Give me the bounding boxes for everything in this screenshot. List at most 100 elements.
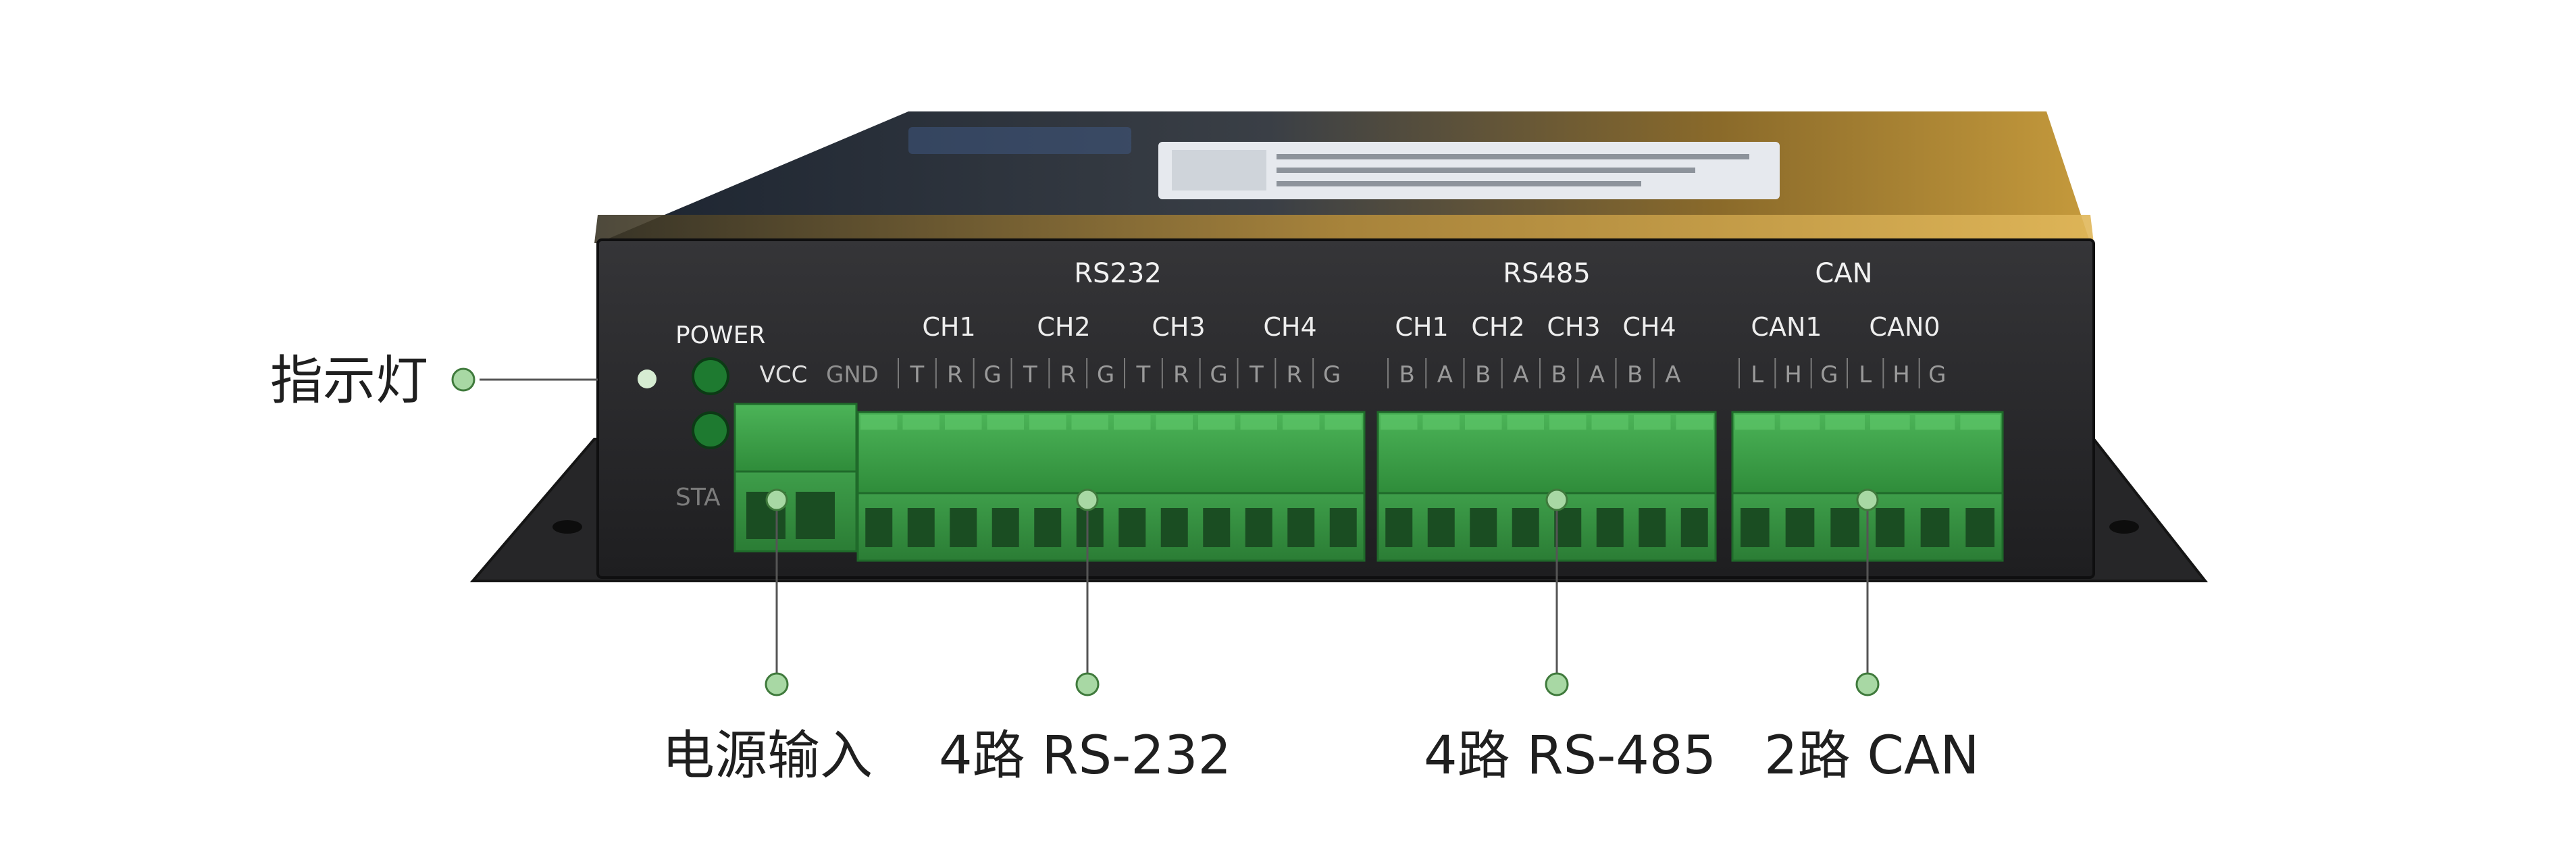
- terminal-slot: [1203, 508, 1231, 547]
- terminal-slot: [1639, 508, 1666, 547]
- can-ch-label: CAN1: [1751, 312, 1822, 342]
- terminal-ridge: [1780, 415, 1820, 430]
- terminal-ridge: [1422, 415, 1460, 430]
- pin-label: A: [1513, 361, 1528, 388]
- terminal-slot: [1034, 508, 1062, 547]
- mount-hole-left: [552, 520, 582, 534]
- terminal-ridge: [1634, 415, 1671, 430]
- rs485-ch-label: CH4: [1622, 312, 1676, 342]
- callout-rs485: 4路 RS-485: [1424, 725, 1717, 786]
- terminal-ridge: [1240, 415, 1277, 430]
- pin-label: G: [1323, 361, 1341, 388]
- terminal-slot: [1385, 508, 1413, 547]
- terminal-slot: [865, 508, 893, 547]
- terminal-slot: [1160, 508, 1188, 547]
- terminal-slot: [1554, 508, 1582, 547]
- group-label-can: CAN: [1815, 258, 1872, 289]
- terminal-slot: [1118, 508, 1146, 547]
- pin-label: G: [1820, 361, 1838, 388]
- pin-label: H: [1784, 361, 1802, 388]
- logo-mark: [908, 127, 1131, 154]
- pin-label: T: [910, 361, 925, 388]
- device-top: [594, 111, 2094, 243]
- terminal-ridge: [1114, 415, 1151, 430]
- terminal-ridge: [1198, 415, 1235, 430]
- pin-label: T: [1023, 361, 1037, 388]
- group-label-rs232: RS232: [1074, 258, 1162, 289]
- terminal-slot: [1287, 508, 1315, 547]
- terminal-slot: [1920, 508, 1950, 547]
- terminal-slot: [1076, 508, 1104, 547]
- terminal-slot: [1741, 508, 1770, 547]
- terminal-slot: [1965, 508, 1994, 547]
- rs232-ch-label: CH3: [1152, 312, 1205, 342]
- pin-label: G: [1097, 361, 1114, 388]
- terminal-ridge: [1591, 415, 1628, 430]
- terminal-ridge: [860, 415, 898, 430]
- pin-label: G: [1928, 361, 1946, 388]
- terminal-slot: [1245, 508, 1272, 547]
- can-ch-label: CAN0: [1869, 312, 1940, 342]
- power-terminal-block: [733, 403, 858, 553]
- pin-label: G: [983, 361, 1001, 388]
- terminal-ridge: [1324, 415, 1362, 430]
- terminal-ridge: [902, 415, 939, 430]
- pin-label: R: [1060, 361, 1076, 388]
- callout-dots: [451, 367, 1880, 696]
- terminal-slot: [1427, 508, 1455, 547]
- terminal-slot: [1470, 508, 1497, 547]
- terminal-slot: [1680, 508, 1708, 547]
- rs485-ch-label: CH2: [1471, 312, 1524, 342]
- callout-dot-power: [765, 672, 789, 696]
- terminal-slot: [907, 508, 935, 547]
- terminal-ridge: [1960, 415, 2000, 430]
- power-led: [692, 357, 729, 395]
- pin-label: L: [1859, 361, 1872, 388]
- pin-label: T: [1249, 361, 1264, 388]
- terminal-ridge: [987, 415, 1024, 430]
- terminal-ridge: [945, 415, 982, 430]
- rs485-terminal-block: [1376, 411, 1717, 562]
- callout-dot-rs485: [1545, 672, 1569, 696]
- terminal-ridge: [1156, 415, 1193, 430]
- terminal-ridge: [1735, 415, 1775, 430]
- terminal-slot: [1512, 508, 1539, 547]
- pin-label: B: [1475, 361, 1491, 388]
- terminal-ridge: [1915, 415, 1955, 430]
- terminal-slot: [1329, 508, 1357, 547]
- mount-hole-right: [2109, 520, 2139, 534]
- pin-label-gnd: GND: [826, 361, 879, 388]
- status-led-label: STA: [675, 484, 721, 511]
- callout-dot-indicator: [451, 367, 475, 392]
- terminal-ridge: [1381, 415, 1418, 430]
- pin-label: R: [947, 361, 963, 388]
- terminal-ridge: [1507, 415, 1544, 430]
- rs232-terminal-block: [856, 411, 1366, 562]
- terminal-slot: [950, 508, 977, 547]
- callout-indicator-light: 指示灯: [270, 351, 429, 411]
- rs232-ch-label: CH1: [922, 312, 975, 342]
- callout-dot-rs232: [1075, 672, 1100, 696]
- power-led-label: POWER: [675, 322, 765, 349]
- pin-label-vcc: VCC: [760, 361, 808, 388]
- callout-dot-board-led: [638, 369, 656, 388]
- pin-label: A: [1665, 361, 1680, 388]
- callout-rs232: 4路 RS-232: [939, 725, 1232, 786]
- group-label-rs485: RS485: [1503, 258, 1591, 289]
- rs485-ch-label: CH1: [1395, 312, 1448, 342]
- pin-label: B: [1551, 361, 1566, 388]
- status-led: [692, 411, 729, 449]
- terminal-slot: [1596, 508, 1624, 547]
- terminal-ridge: [1549, 415, 1587, 430]
- terminal-slot: [1785, 508, 1815, 547]
- pin-label: G: [1210, 361, 1227, 388]
- callout-dot-can: [1855, 672, 1880, 696]
- callout-power-input: 电源输入: [662, 725, 873, 786]
- terminal-slot: [1876, 508, 1905, 547]
- terminal-slot: [1830, 508, 1859, 547]
- terminal-ridge: [1283, 415, 1320, 430]
